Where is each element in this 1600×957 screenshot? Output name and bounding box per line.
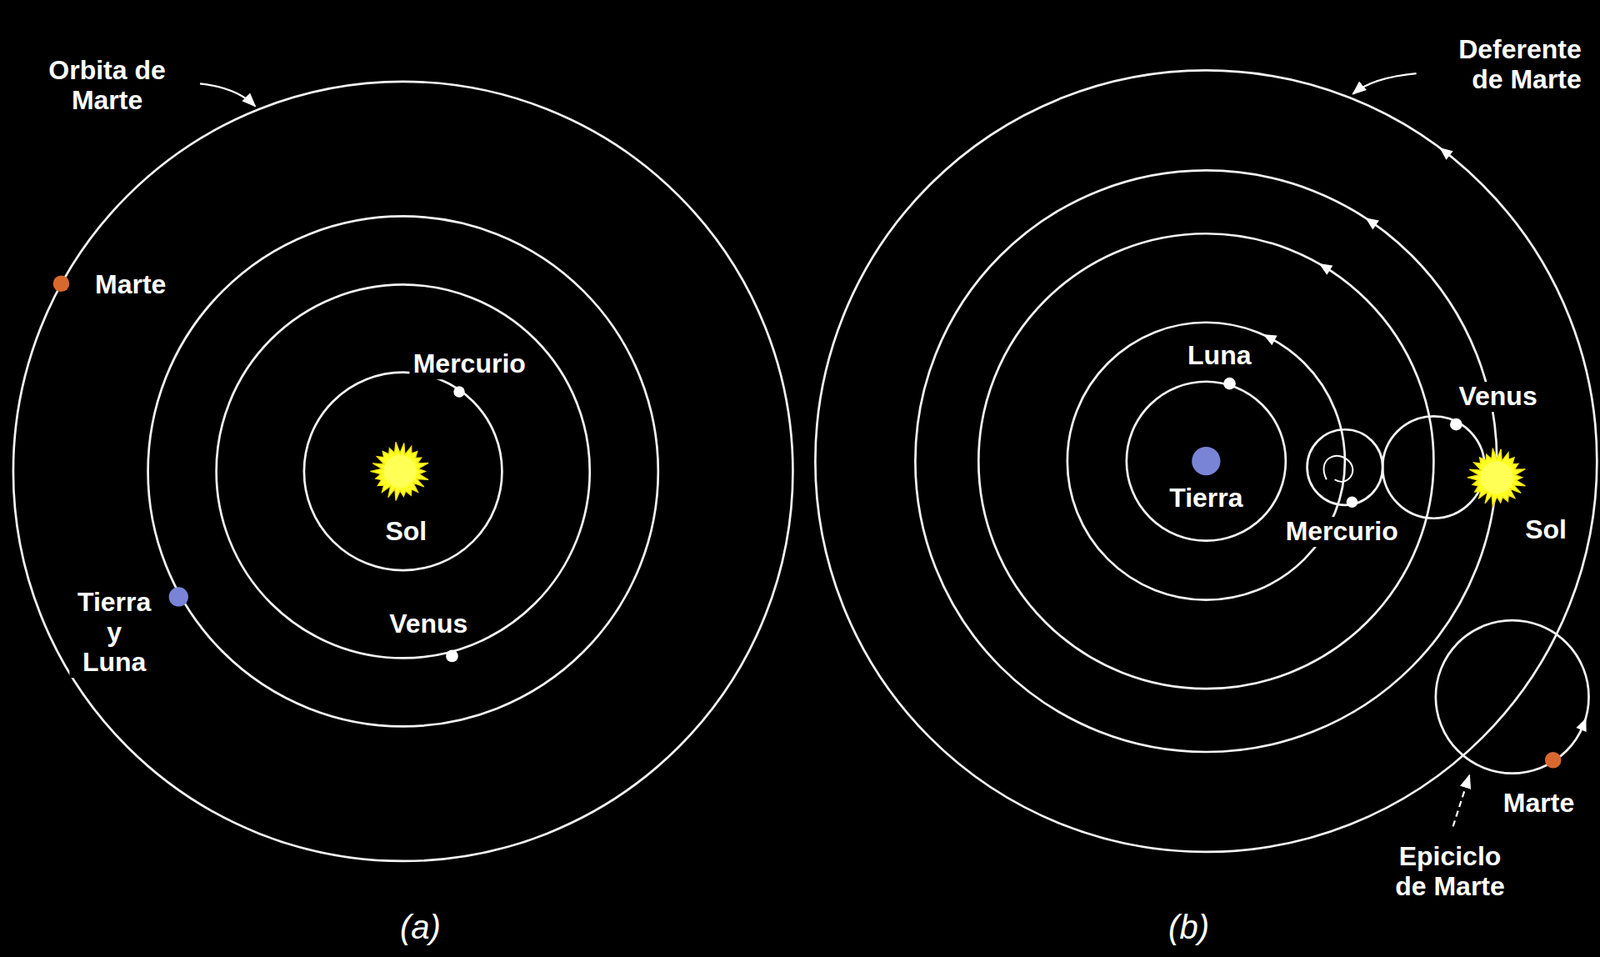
leader-line (200, 83, 255, 106)
mercury-dot (1346, 495, 1358, 507)
moon-dot (1223, 377, 1236, 390)
planet-label: Mercurio (410, 349, 530, 380)
orbit-circle (148, 215, 659, 726)
epicycle-arrowhead (1575, 717, 1586, 732)
planet-label: Marte (91, 270, 170, 300)
mercury-loop (1324, 455, 1354, 482)
direction-arrowhead (1439, 147, 1453, 160)
planet-label: Sol (381, 516, 430, 547)
mercury-epicycle (1307, 429, 1384, 505)
planet-label: Deferente de Marte (1431, 35, 1585, 96)
leader-line (1353, 73, 1417, 94)
sun-symbol (370, 441, 429, 500)
deferent-circle (915, 170, 1497, 752)
planet-label: Tierra (1165, 483, 1246, 514)
deferent-circle (1126, 381, 1286, 541)
planet-label: Tierra y Luna (70, 587, 160, 677)
direction-arrowhead (1263, 334, 1278, 345)
sun-symbol (1467, 448, 1526, 507)
venus-epicycle (1382, 415, 1485, 518)
planet-label: Sol (1521, 515, 1570, 545)
orbit-circle (13, 81, 794, 861)
deferent-circle (1067, 322, 1345, 600)
panel-caption: (a) (396, 907, 445, 945)
deferent-circle (978, 233, 1434, 689)
earth-dot (1191, 446, 1220, 475)
planet-label: Epiciclo de Marte (1384, 841, 1516, 902)
mercury-dot (453, 385, 465, 397)
planet-label: Venus (385, 609, 471, 640)
earth-dot (169, 586, 189, 606)
mars-epicycle (1435, 620, 1590, 774)
sun-a (383, 455, 416, 488)
mars-dot (53, 275, 70, 292)
planet-label: Venus (1455, 381, 1540, 412)
sun-b (1480, 460, 1514, 494)
mars-dot (1545, 751, 1562, 769)
orbit-circle (304, 372, 503, 570)
direction-arrowhead (1319, 263, 1334, 275)
venus-dot (1450, 418, 1463, 431)
planet-label: Luna (1184, 340, 1255, 371)
orbits (13, 70, 1597, 861)
deferent-circle (815, 70, 1597, 851)
planet-label: Marte (1500, 788, 1578, 819)
planet-label: Orbita de Marte (30, 55, 185, 116)
venus-dot (445, 650, 459, 663)
leader-line (1453, 775, 1470, 826)
panel-caption: (b) (1165, 907, 1213, 945)
direction-arrowhead (1365, 217, 1379, 230)
orbit-circle (216, 284, 590, 658)
planet-label: Mercurio (1282, 516, 1402, 547)
